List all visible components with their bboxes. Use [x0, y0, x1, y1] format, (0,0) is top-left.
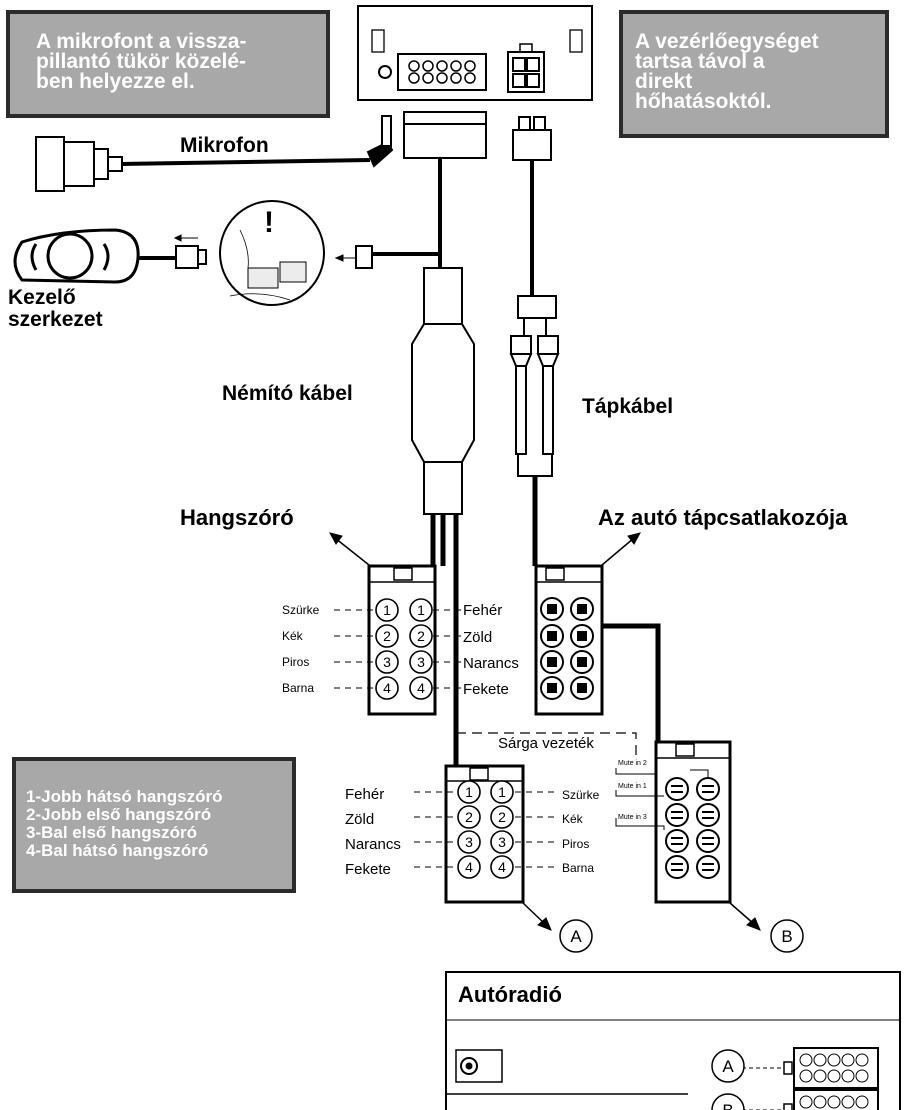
top-connector-pin-number: 2: [383, 628, 391, 644]
warning-magnifier: [219, 200, 325, 306]
pointer-arrows: [329, 532, 761, 931]
marker-letter: B: [781, 927, 792, 946]
top-connector-pin-circle: [375, 676, 399, 700]
marker-circle: [770, 919, 804, 953]
top-left-color-1: Szürke: [282, 603, 320, 617]
power-cable-plug: [512, 116, 552, 161]
control-unit-note: A vezérlőegységet tartsa távol a direkt …: [619, 10, 889, 138]
bottom-left-color-1: Fehér: [345, 786, 385, 803]
bottom-connector-pin-number: 1: [465, 784, 473, 800]
bottom-connector-pin-circle: [457, 780, 481, 804]
bottom-right-color-2: Kék: [562, 812, 583, 826]
warning-mark: !: [264, 206, 274, 239]
marker-circle: [711, 1049, 745, 1083]
bottom-right-color-1: Szürke: [562, 788, 600, 802]
marker-letter: B: [722, 1101, 733, 1110]
marker-circle: [559, 919, 593, 953]
microphone-note-text: A mikrofont a vissza- pillantó tükör köz…: [36, 30, 247, 93]
bottom-connector-pin-circle: [490, 830, 514, 854]
top-right-color-3: Narancs: [463, 655, 519, 672]
top-connector-pin-number: 1: [383, 602, 391, 618]
reference-circles: A B A B: [559, 919, 804, 1110]
microphone: [35, 115, 394, 192]
bottom-connector-pin-number: 3: [465, 834, 473, 850]
top-connector-pin-circle: [409, 650, 433, 674]
top-connector-pin-number: 1: [417, 602, 425, 618]
bottom-right-color-3: Piros: [562, 837, 590, 851]
top-right-color-4: Fekete: [463, 681, 509, 698]
controller-label-line1: Kezelő: [8, 286, 76, 309]
bottom-connector-pin-circle: [457, 805, 481, 829]
bottom-left-color-4: Fekete: [345, 861, 391, 878]
mute-cable-wires: [334, 158, 442, 269]
mute-in-label-1: Mute in 1: [618, 783, 647, 790]
car-radio-label: Autóradió: [458, 982, 562, 1007]
bottom-connector-pin-circle: [490, 780, 514, 804]
controller: [13, 228, 207, 284]
power-cable-label: Tápkábel: [582, 395, 674, 418]
marker-letter: A: [722, 1057, 734, 1076]
mute-cable-outputs: [430, 514, 459, 770]
top-connector-pin-circle: [375, 624, 399, 648]
mute-connector: [615, 740, 732, 904]
top-connector-pin-number: 3: [383, 654, 391, 670]
mute-in-label-2: Mute in 2: [618, 760, 647, 767]
speaker-legend-note: 1-Jobb hátsó hangszóró 2-Jobb első hangs…: [12, 757, 296, 893]
top-connector-pin-circle: [409, 676, 433, 700]
car-radio: [445, 971, 901, 1110]
speaker-legend-text: 1-Jobb hátsó hangszóró 2-Jobb első hangs…: [26, 787, 223, 860]
car-power-connector: [534, 564, 604, 716]
bottom-connector-pin-number: 2: [465, 809, 473, 825]
controller-label-line2: szerkezet: [8, 308, 103, 331]
microphone-label: Mikrofon: [180, 134, 269, 157]
bottom-connector-pin-circle: [457, 830, 481, 854]
top-connector-pin-number: 4: [417, 680, 425, 696]
speaker-label: Hangszóró: [180, 505, 294, 530]
top-left-color-4: Barna: [282, 681, 315, 695]
mute-cable-label: Némító kábel: [222, 382, 353, 405]
top-left-color-3: Piros: [282, 655, 310, 669]
bottom-connector-pin-number: 4: [498, 859, 506, 875]
bottom-left-color-3: Narancs: [345, 836, 401, 853]
car-power-connector-label: Az autó tápcsatlakozója: [598, 505, 848, 530]
top-connector-pin-circle: [409, 598, 433, 622]
mute-wire: [602, 623, 661, 742]
mute-cable-body: [411, 267, 475, 515]
top-connector-pin-number: 2: [417, 628, 425, 644]
control-unit-note-text: A vezérlőegységet tartsa távol a direkt …: [635, 30, 819, 113]
top-connector-pin-number: 4: [383, 680, 391, 696]
microphone-placement-note: A mikrofont a vissza- pillantó tükör köz…: [6, 10, 330, 118]
control-unit: [357, 5, 593, 101]
yellow-wire-label: Sárga vezeték: [496, 735, 596, 752]
mute-in-label-3: Mute in 3: [618, 814, 647, 821]
top-right-color-2: Zöld: [463, 629, 493, 646]
bottom-right-color-4: Barna: [562, 861, 595, 875]
top-right-color-1: Fehér: [463, 602, 503, 619]
connector-pins: 1 1 2 2 3 3 4 4 1 1 2 2 3 3 4 4: [334, 598, 558, 879]
top-connector-pin-circle: [409, 624, 433, 648]
bottom-connector-pin-number: 4: [465, 859, 473, 875]
bottom-connector-pin-number: 2: [498, 809, 506, 825]
top-connector-pin-circle: [375, 650, 399, 674]
mute-cable-plug: [403, 111, 487, 159]
bottom-connector-pin-circle: [490, 805, 514, 829]
power-cable: [509, 160, 560, 566]
bottom-left-color-2: Zöld: [345, 811, 375, 828]
marker-letter: A: [570, 927, 582, 946]
marker-circle: [711, 1093, 745, 1110]
top-connector-pin-number: 3: [417, 654, 425, 670]
bottom-connector-pin-circle: [457, 855, 481, 879]
top-connector-pin-circle: [375, 598, 399, 622]
bottom-connector-pin-circle: [490, 855, 514, 879]
top-left-color-2: Kék: [282, 629, 303, 643]
yellow-wire-path: [456, 732, 637, 760]
bottom-connector-pin-number: 1: [498, 784, 506, 800]
bottom-connector-pin-number: 3: [498, 834, 506, 850]
